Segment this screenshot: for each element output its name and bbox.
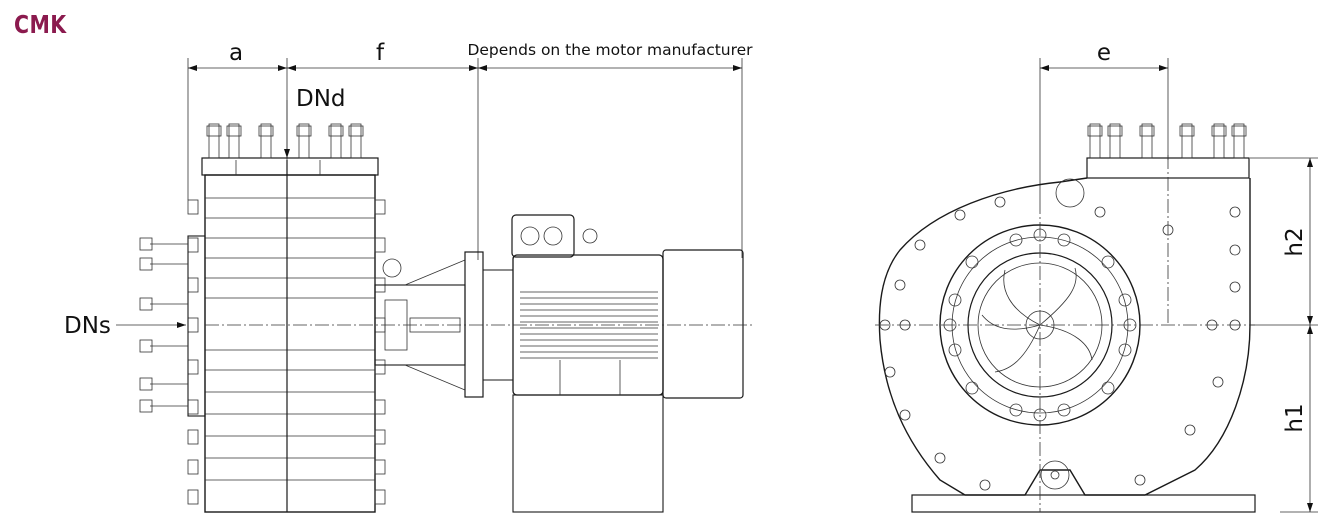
motor-manufacturer-note: Depends on the motor manufacturer (467, 41, 753, 59)
dimension-h2-label: h2 (1282, 227, 1308, 256)
discharge-nozzle-label: DNd (296, 86, 346, 112)
dimension-e-label: e (1097, 40, 1111, 66)
dimension-h1-label: h1 (1282, 403, 1308, 432)
dimension-f-label: f (376, 40, 385, 66)
suction-nozzle-label: DNs (64, 313, 111, 339)
side-view (116, 58, 752, 513)
dimension-a-label: a (229, 40, 243, 66)
front-view (875, 58, 1318, 513)
page-title: CMK (14, 10, 67, 39)
